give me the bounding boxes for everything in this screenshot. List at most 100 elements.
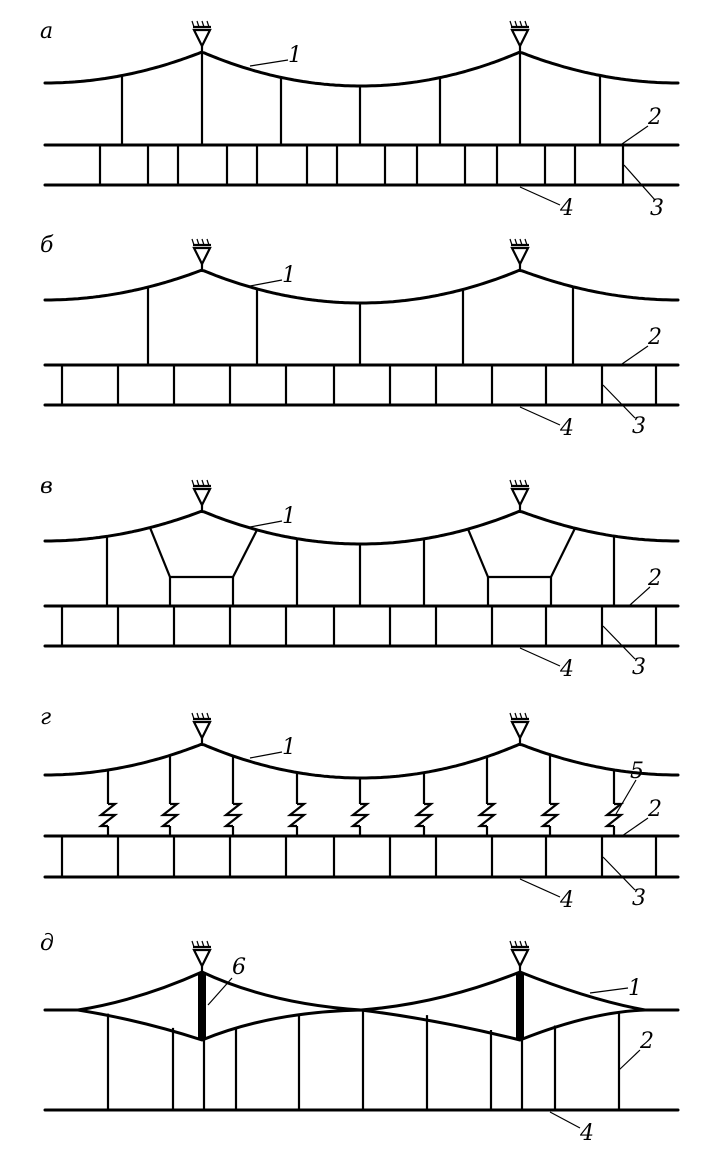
support-hatch	[196, 940, 200, 948]
panel-letter: б	[40, 233, 54, 258]
support-hatch	[519, 712, 523, 720]
panel-letter: в	[40, 474, 53, 499]
support-triangle	[192, 720, 212, 741]
spring-dropper	[286, 772, 308, 836]
spring-icon	[286, 802, 308, 828]
support-triangle	[510, 28, 530, 49]
support-hatch	[519, 238, 523, 246]
panel-letter: г	[40, 705, 51, 730]
leader-line	[249, 59, 289, 67]
support-icon	[191, 238, 212, 270]
support-hatch	[201, 479, 205, 487]
callout-label: 6	[232, 955, 246, 980]
callout-2: 2	[621, 105, 662, 145]
support-hatch	[206, 20, 210, 28]
callout-label: 4	[559, 416, 574, 441]
callout-label: 1	[282, 263, 296, 288]
support-triangle	[510, 948, 530, 969]
messenger-wire	[43, 509, 680, 546]
lower-messenger-wire	[76, 1008, 647, 1042]
support-icon	[509, 712, 530, 744]
rigid-strut	[198, 972, 206, 1040]
support-hatch	[509, 940, 513, 948]
spring-icon	[159, 802, 181, 828]
spring-dropper	[222, 755, 244, 836]
support-hatch	[509, 20, 513, 28]
spring-icon	[476, 802, 498, 828]
callout-2: 2	[618, 1029, 654, 1071]
callout-label: 1	[282, 504, 296, 529]
support-icon	[191, 940, 212, 972]
leader-line	[621, 345, 649, 365]
support-icon	[509, 940, 530, 972]
callout-4: 4	[519, 406, 574, 441]
callout-label: 2	[647, 797, 662, 822]
callout-label: 1	[288, 43, 302, 68]
support-hatch	[191, 238, 195, 246]
messenger-wire	[43, 50, 680, 88]
callout-label: 4	[579, 1121, 594, 1146]
callout-1: 1	[249, 504, 296, 529]
leader-line	[519, 186, 561, 206]
messenger-wire	[43, 268, 680, 305]
strut-frame	[466, 527, 576, 579]
spring-icon	[539, 802, 561, 828]
spring-dropper	[97, 770, 119, 836]
support-hatch	[191, 712, 195, 720]
leader-line	[207, 977, 233, 1006]
leader-line	[621, 125, 649, 145]
support-hatch	[524, 238, 528, 246]
support-icon	[509, 479, 530, 511]
support-hatch	[206, 479, 210, 487]
spring-dropper	[603, 769, 625, 836]
upper-messenger-wire	[43, 970, 680, 1012]
callout-6: 6	[207, 955, 246, 1006]
spring-dropper	[539, 754, 561, 836]
callout-label: 3	[632, 886, 646, 911]
leader-line	[249, 520, 283, 528]
callout-label: 2	[647, 105, 662, 130]
support-hatch	[524, 940, 528, 948]
support-triangle	[192, 948, 212, 969]
support-hatch	[196, 712, 200, 720]
callout-label: 2	[647, 325, 662, 350]
callout-label: 1	[628, 976, 642, 1001]
messenger-wire	[43, 742, 680, 780]
leader-line	[623, 164, 656, 201]
support-hatch	[206, 940, 210, 948]
v-strut	[148, 527, 258, 606]
support-hatch	[509, 238, 513, 246]
support-hatch	[524, 479, 528, 487]
callout-4: 4	[519, 878, 574, 913]
support-icon	[191, 20, 212, 52]
support-icon	[509, 238, 530, 270]
panel-g: г 1 52 3 4	[40, 705, 680, 913]
support-hatch	[206, 712, 210, 720]
support-hatch	[191, 20, 195, 28]
support-triangle	[192, 28, 212, 49]
support-icon	[509, 20, 530, 52]
leader-line	[621, 817, 649, 837]
support-hatch	[201, 20, 205, 28]
callout-3: 3	[623, 164, 664, 221]
callout-label: 2	[647, 566, 662, 591]
leader-line	[602, 625, 636, 660]
leader-line	[519, 406, 561, 426]
support-hatch	[196, 479, 200, 487]
callout-label: 1	[282, 735, 296, 760]
support-hatch	[196, 20, 200, 28]
callout-label: 2	[639, 1029, 654, 1054]
support-triangle	[192, 246, 212, 267]
callout-label: 4	[559, 888, 574, 913]
spring-icon	[413, 802, 435, 828]
callout-1: 1	[249, 735, 296, 760]
callout-5: 5	[615, 759, 644, 815]
callout-3: 3	[602, 856, 646, 911]
rigid-strut	[516, 972, 524, 1040]
support-hatch	[514, 940, 518, 948]
leader-line	[618, 1049, 641, 1071]
callout-3: 3	[602, 384, 646, 439]
callout-1: 1	[249, 43, 302, 68]
